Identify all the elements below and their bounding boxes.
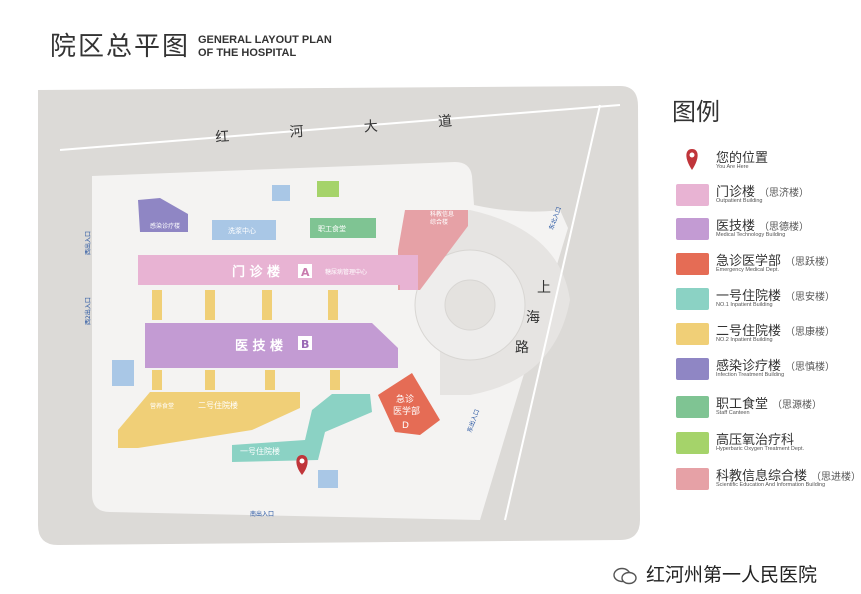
legend-sublabel: （思康楼）: [785, 327, 836, 338]
legend-item-emergency: 急诊医学部（思跃楼） Emergency Medical Dept.: [676, 249, 861, 283]
legend-item-infection: 感染诊疗楼（思慎楼） Infection Treatment Building: [676, 354, 861, 388]
legend-label-en: Outpatient Building: [716, 198, 763, 204]
laundry-label: 洗浆中心: [228, 226, 256, 235]
legend-sublabel: （思进楼）: [811, 472, 861, 483]
canteen-patient-label: 营养食堂: [150, 402, 174, 410]
medtech-badge: B: [301, 338, 309, 351]
legend-swatch: [676, 358, 709, 380]
legend-label-en: Scientific Education And Information Bui…: [716, 482, 826, 488]
scitech-label-2: 综合楼: [430, 218, 448, 226]
legend-label-en: You Are Here: [716, 164, 749, 170]
legend-item-hyperbaric: 高压氧治疗科 Hyperbaric Oxygen Treatment Dept.: [676, 428, 861, 462]
legend-item-inpatient2: 二号住院楼（思康楼） NO.2 Inpatient Building: [676, 319, 861, 353]
gate-west2: 西2出入口: [84, 297, 92, 325]
legend-sublabel: （思德楼）: [759, 222, 810, 233]
inpatient2-label: 二号住院楼: [198, 400, 238, 410]
outpatient-badge: A: [301, 266, 310, 279]
small-building-1: [272, 185, 290, 201]
legend-swatch: [676, 253, 709, 275]
gate-west: 西出入口: [84, 231, 92, 255]
emergency-label-2: 医学部: [393, 405, 420, 417]
medtech-label: 医 技 楼: [235, 338, 283, 354]
outpatient-label: 门 诊 楼: [232, 264, 280, 280]
legend-swatch: [676, 468, 709, 490]
legend-label: 门诊楼: [716, 185, 756, 200]
legend-label-en: NO.2 Inpatient Building: [716, 337, 773, 343]
hyperbaric-building: [317, 181, 339, 197]
legend-item-outpatient: 门诊楼（思济楼） Outpatient Building: [676, 180, 861, 214]
legend-label-en: Staff Canteen: [716, 410, 750, 416]
emergency-label-1: 急诊: [396, 393, 414, 405]
corridors: [152, 290, 340, 390]
inpatient1-label: 一号住院楼: [240, 446, 280, 456]
legend-label: 二号住院楼: [716, 324, 782, 339]
legend-label-en: Hyperbaric Oxygen Treatment Dept.: [716, 446, 805, 452]
legend-swatch: [676, 432, 709, 454]
outpatient-building: [138, 255, 418, 290]
legend-label: 科教信息综合楼: [716, 469, 808, 484]
medtech-badge-box: [298, 336, 312, 350]
legend-label: 职工食堂: [716, 397, 769, 412]
plaza-circle-inner: [444, 279, 496, 331]
gate-south: 南出入口: [250, 510, 274, 518]
legend-swatch: [676, 396, 709, 418]
road-label-east-2: 海: [526, 310, 540, 326]
emergency-badge: D: [402, 421, 409, 431]
outpatient-badge-box: [298, 264, 312, 278]
legend-swatch: [676, 323, 709, 345]
small-building-3: [112, 360, 134, 386]
legend-sublabel: （思慎楼）: [785, 362, 836, 373]
small-building-2: [318, 470, 338, 488]
legend-sublabel: （思源楼）: [772, 400, 823, 411]
legend-label-en: NO.1 Inpatient Building: [716, 302, 773, 308]
laundry-building: [212, 220, 276, 240]
legend-label-en: Infection Treatment Building: [716, 372, 785, 378]
legend-swatch: [676, 288, 709, 310]
east-road-line: [504, 104, 601, 521]
legend-label: 感染诊疗楼: [716, 359, 782, 374]
medtech-building: [145, 323, 398, 368]
footer-text: 红河州第一人民医院: [646, 564, 818, 586]
legend-label: 您的位置: [716, 151, 769, 166]
page-title-en: GENERAL LAYOUT PLAN OF THE HOSPITAL: [198, 34, 332, 59]
inpatient1-building: [232, 394, 372, 462]
staff-canteen-building: [310, 218, 376, 238]
emergency-building: [378, 373, 440, 435]
you-are-here-pin: [296, 455, 308, 475]
legend-label: 医技楼: [716, 219, 756, 234]
location-pin-icon: [686, 149, 698, 170]
legend-swatch: [676, 184, 709, 206]
legend-swatch: [676, 218, 709, 240]
staff-canteen-label: 职工食堂: [318, 224, 346, 233]
scitech-label-1: 科教信息: [430, 210, 454, 218]
legend-sublabel: （思安楼）: [785, 292, 836, 303]
legend-item-you-are-here: 您的位置 You Are Here: [676, 146, 861, 180]
legend-item-inpatient1: 一号住院楼（思安楼） NO.1 Inpatient Building: [676, 284, 861, 318]
wechat-icon: [613, 567, 637, 584]
road-label-east-1: 上: [537, 280, 551, 296]
legend-label: 高压氧治疗科: [716, 433, 795, 448]
inpatient2-building: [118, 392, 300, 448]
legend-item-medtech: 医技楼（思德楼） Medical Technology Building: [676, 214, 861, 248]
page-title: 院区总平图: [50, 32, 191, 62]
infection-label: 感染诊疗楼: [150, 222, 180, 230]
legend-sublabel: （思济楼）: [759, 188, 810, 199]
road-label-east-3: 路: [515, 340, 529, 356]
legend-label-en: Medical Technology Building: [716, 232, 786, 238]
legend-title: 图例: [672, 98, 720, 126]
outpatient-sub-label: 糖尿病管理中心: [325, 268, 367, 276]
legend-item-staff-canteen: 职工食堂（思源楼） Staff Canteen: [676, 392, 861, 426]
legend-label: 急诊医学部: [716, 254, 782, 269]
legend-label: 一号住院楼: [716, 289, 782, 304]
footer-watermark: 红河州第一人民医院: [612, 560, 817, 587]
legend-sublabel: （思跃楼）: [785, 257, 836, 268]
legend-label-en: Emergency Medical Dept.: [716, 267, 779, 273]
north-road-line: [59, 104, 621, 151]
road-label-east: 上 海 路: [515, 280, 555, 356]
legend-item-scitech: 科教信息综合楼（思进楼） Scientific Education And In…: [676, 464, 861, 498]
infection-building: [138, 198, 188, 232]
